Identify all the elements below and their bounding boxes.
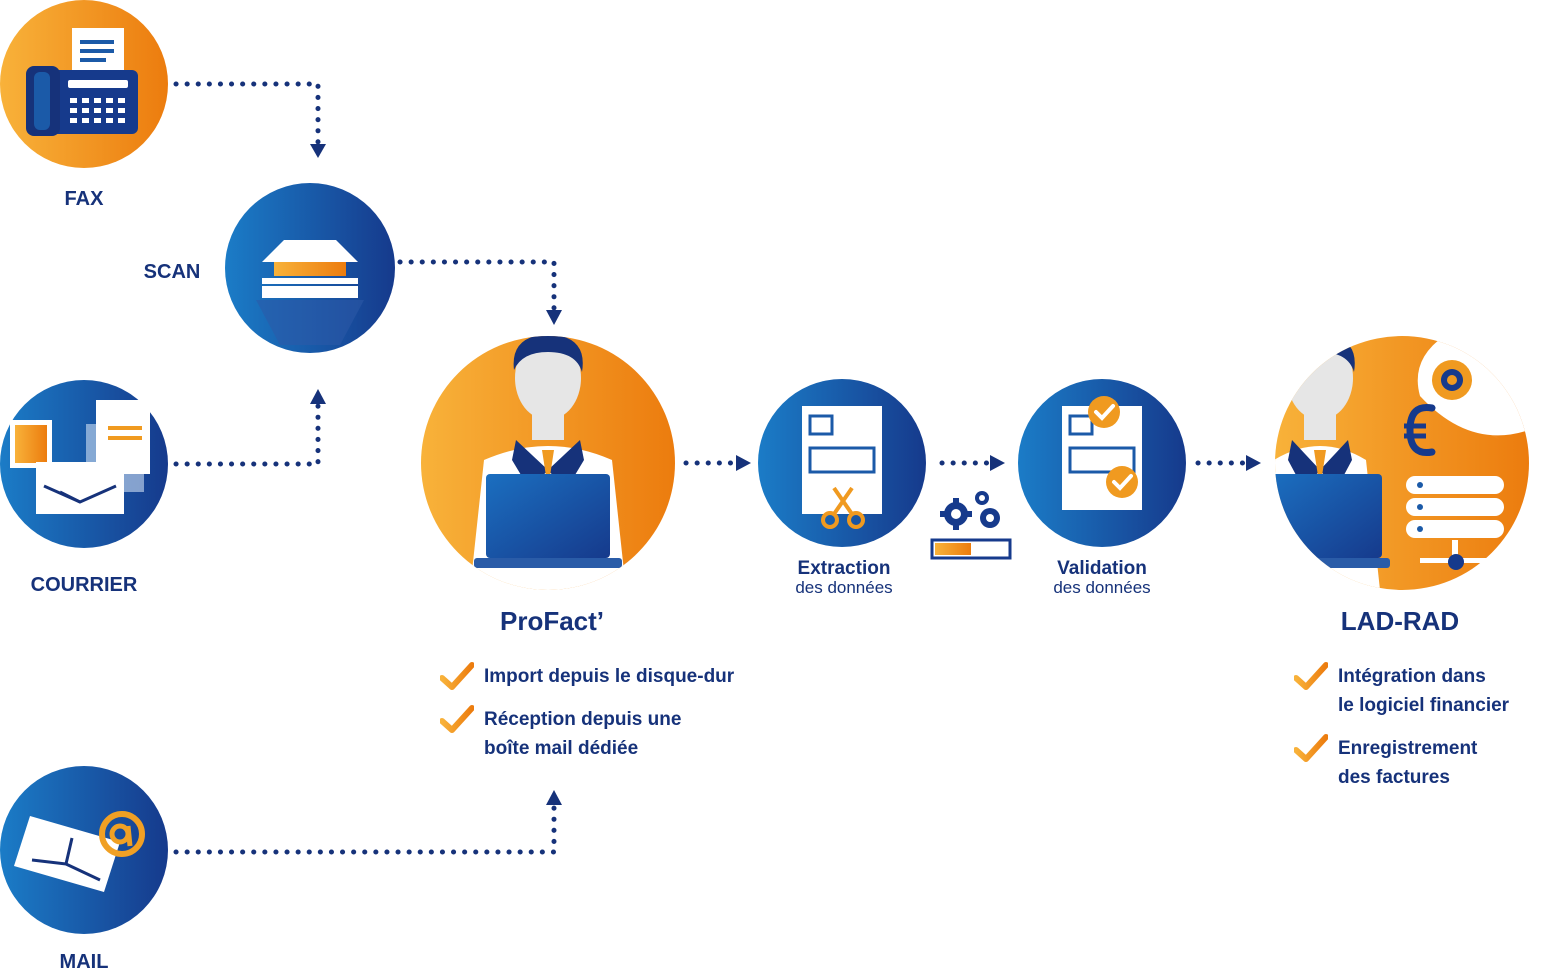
- euro-icon: [1404, 403, 1436, 457]
- document-scissors-icon: [802, 406, 882, 529]
- ladrad-title: LAD-RAD: [1340, 606, 1460, 636]
- feature-text: boîte mail dédiée: [484, 738, 639, 759]
- arrow-head-courrier-scan: [310, 389, 326, 404]
- user-at-laptop-icon: [470, 336, 626, 590]
- validation-node: [1018, 379, 1186, 547]
- connector-scan-profact: [397, 259, 557, 313]
- feature-text: Enregistrement: [1338, 738, 1478, 759]
- fax-node: [0, 0, 168, 168]
- profact-feature-item: Réception depuis une boîte mail dédiée: [440, 705, 734, 763]
- camera-icon: [1432, 360, 1472, 400]
- scanner-icon: [262, 240, 358, 298]
- database-server-icon: [1406, 476, 1504, 570]
- fax-label: FAX: [64, 188, 104, 210]
- gears-icon: [940, 491, 1000, 530]
- mail-node: [0, 766, 168, 934]
- ladrad-feature-list: Intégration dans le logiciel financier E…: [1294, 662, 1509, 806]
- document-check-icon: [1062, 396, 1142, 510]
- scan-node: [225, 183, 395, 353]
- arrow-head-scan-profact: [546, 310, 562, 325]
- extraction-subtitle: des données: [795, 578, 893, 597]
- feature-text: des factures: [1338, 767, 1450, 788]
- ladrad-hub: [1275, 336, 1529, 590]
- arrow-head-extraction-validation: [990, 455, 1005, 471]
- feature-text: Réception depuis une: [484, 709, 682, 730]
- arrow-head-validation-ladrad: [1246, 455, 1261, 471]
- profact-feature-item: Import depuis le disque-dur: [440, 662, 734, 691]
- check-icon: [1294, 734, 1328, 762]
- check-icon: [440, 662, 474, 690]
- check-icon: [440, 705, 474, 733]
- ladrad-feature-item: Enregistrement des factures: [1294, 734, 1509, 792]
- progress-bar: [930, 538, 1012, 560]
- ladrad-feature-item: Intégration dans le logiciel financier: [1294, 662, 1509, 720]
- profact-hub: [421, 336, 675, 590]
- arrow-head-profact-extraction: [736, 455, 751, 471]
- arrow-head-fax-scan: [310, 144, 326, 158]
- extraction-node: [758, 379, 926, 547]
- profact-title: ProFact’: [499, 606, 605, 636]
- check-icon: [1294, 662, 1328, 690]
- feature-text: Intégration dans: [1338, 666, 1486, 687]
- connector-fax-scan: [173, 81, 321, 147]
- validation-subtitle: des données: [1053, 578, 1151, 597]
- extraction-title: Extraction: [797, 558, 891, 579]
- validation-caption: Validation des données: [1053, 558, 1150, 598]
- extraction-caption: Extraction des données: [795, 558, 892, 598]
- mail-label: MAIL: [59, 951, 109, 973]
- profact-feature-list: Import depuis le disque-dur Réception de…: [440, 662, 734, 777]
- connector-mail-profact: [173, 802, 557, 855]
- arrow-head-mail-profact: [546, 790, 562, 805]
- connector-courrier-scan: [173, 401, 321, 467]
- validation-title: Validation: [1057, 558, 1147, 579]
- mail-letter-icon: [10, 400, 150, 514]
- feature-text: Import depuis le disque-dur: [484, 666, 735, 687]
- email-at-icon: [14, 811, 145, 892]
- courrier-label: COURRIER: [30, 574, 138, 596]
- scan-label: SCAN: [143, 261, 201, 283]
- feature-text: le logiciel financier: [1338, 695, 1510, 716]
- courrier-node: [0, 380, 168, 548]
- fax-icon: [26, 28, 138, 136]
